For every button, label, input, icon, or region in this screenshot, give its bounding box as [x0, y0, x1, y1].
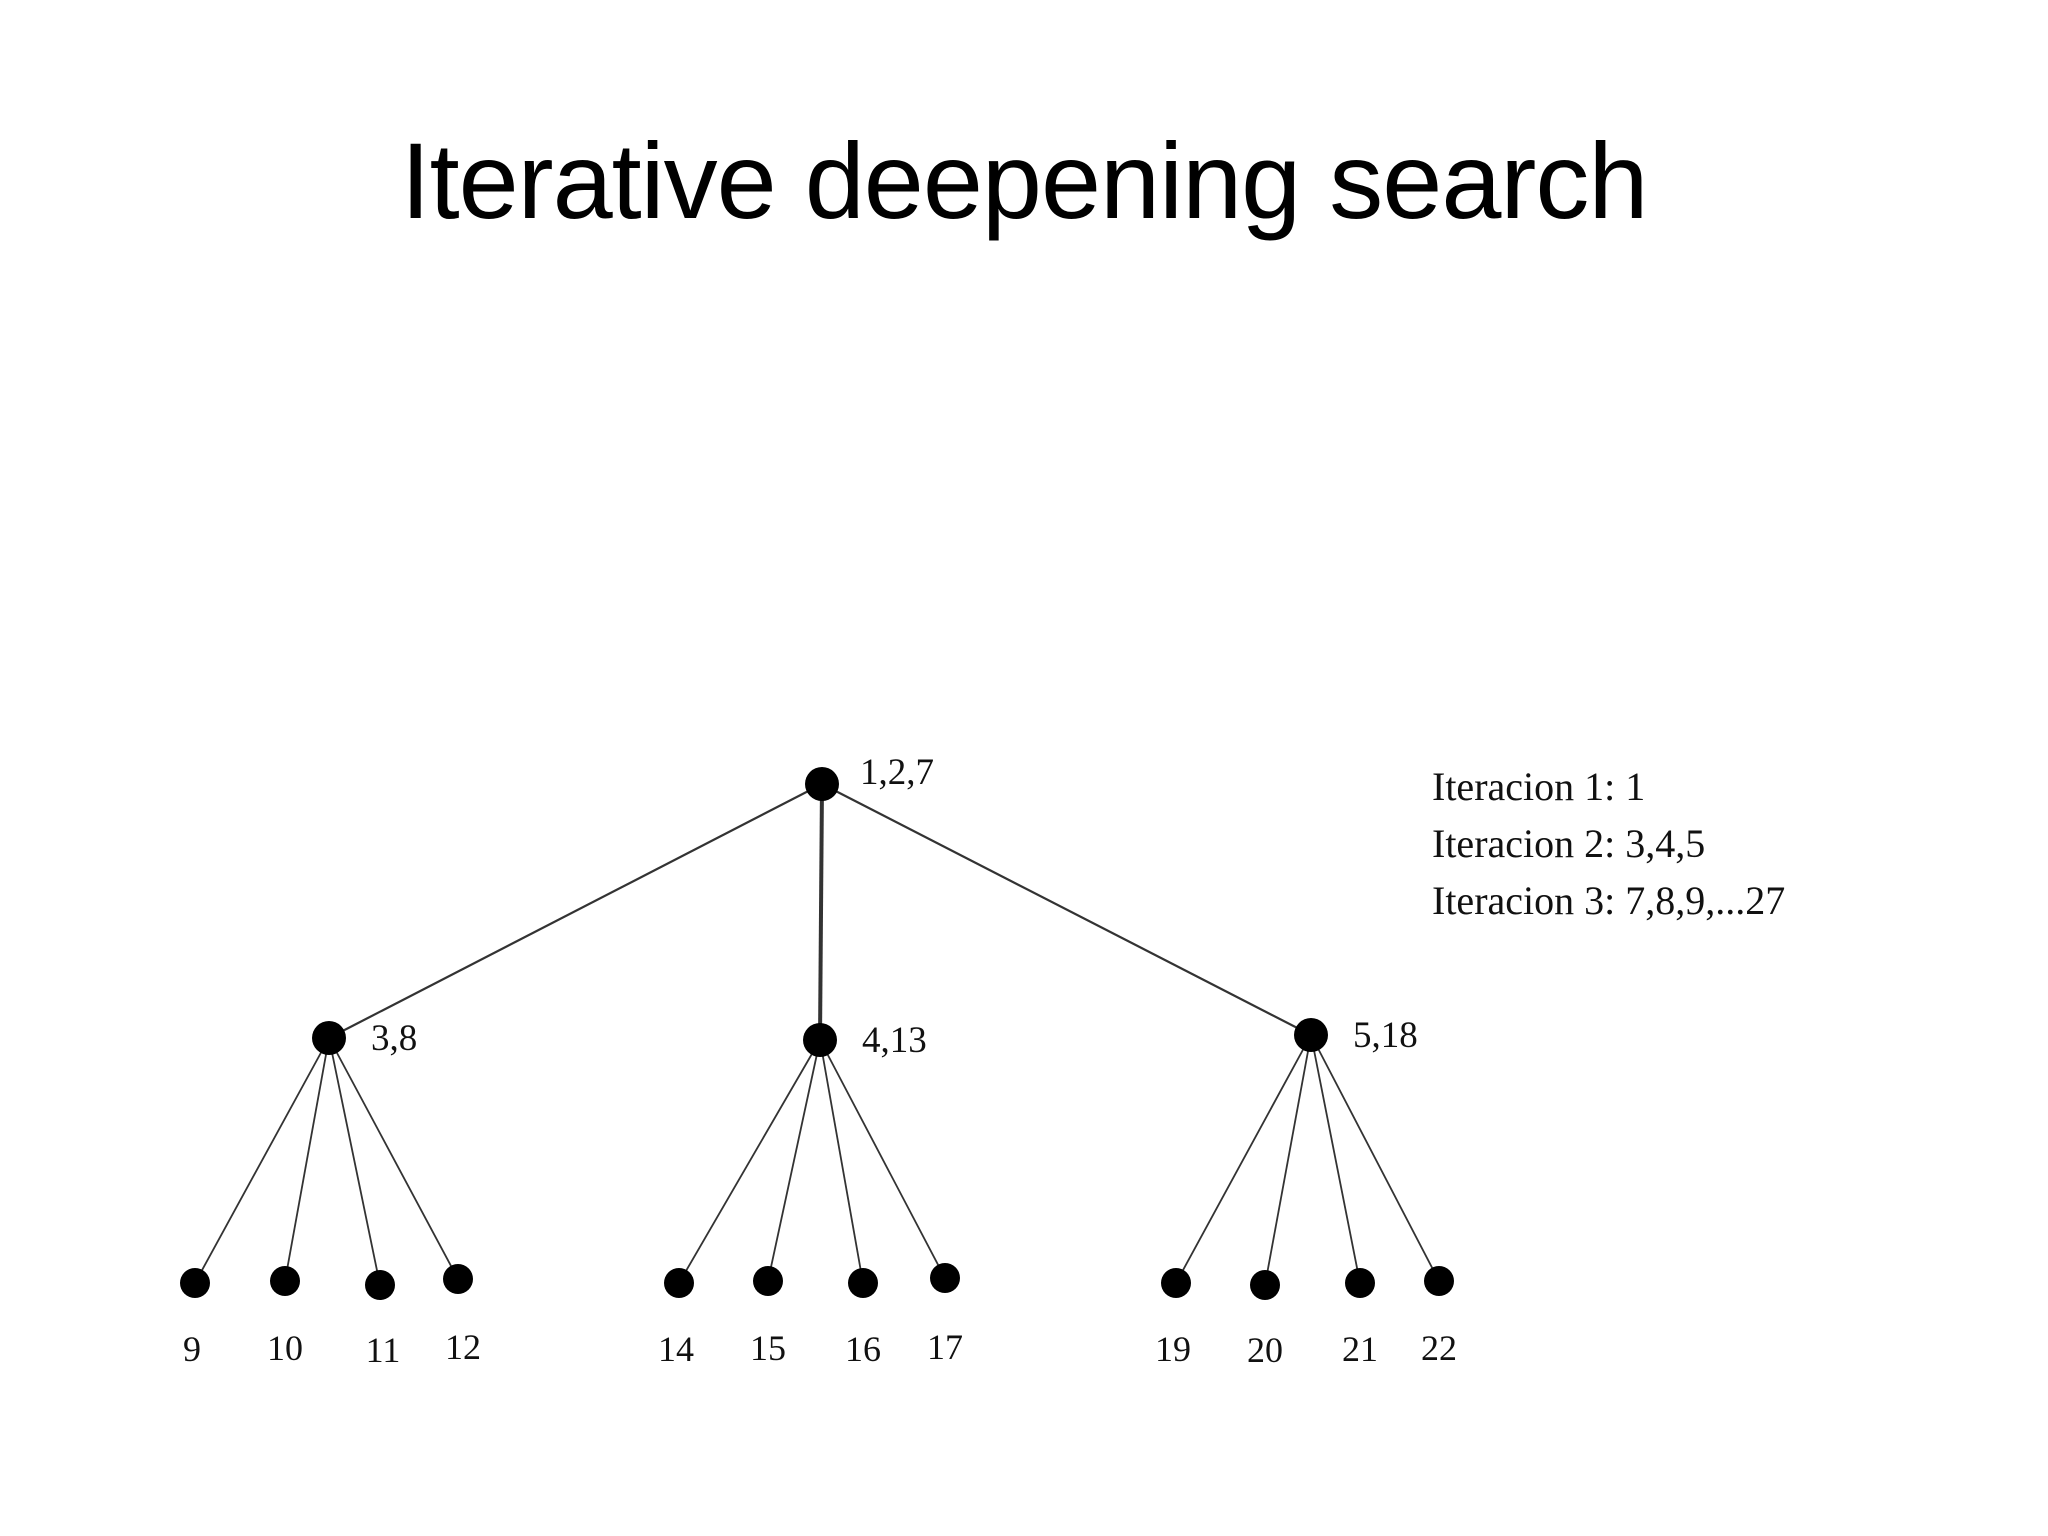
tree-node-leaf-16 [848, 1268, 878, 1298]
tree-node-branch-1 [312, 1021, 346, 1055]
tree-leaf-label-22: 22 [1421, 1328, 1457, 1368]
tree-edge-branch-3-to-leaf-19 [1175, 1034, 1312, 1284]
tree-edge-branch-1-to-leaf-9 [194, 1037, 330, 1284]
tree-leaf-label-10: 10 [267, 1328, 303, 1368]
tree-edge-root-to-branch-1 [328, 783, 823, 1039]
tree-leaf-label-12: 12 [445, 1327, 481, 1367]
iteration-legend-line-3: Iteracion 3: 7,8,9,...27 [1432, 878, 1786, 923]
tree-node-leaf-17 [930, 1263, 960, 1293]
tree-node-leaf-19 [1161, 1268, 1191, 1298]
tree-edge-root-to-branch-2 [818, 783, 824, 1041]
tree-leaf-label-16: 16 [845, 1329, 881, 1369]
tree-edges [194, 783, 1440, 1286]
tree-node-root [805, 767, 839, 801]
tree-leaf-label-17: 17 [927, 1326, 963, 1367]
tree-leaf-label-19: 19 [1155, 1329, 1191, 1369]
tree-leaf-label-11: 11 [365, 1330, 401, 1370]
tree-edge-branch-1-to-leaf-11 [328, 1037, 381, 1286]
tree-edge-branch-2-to-leaf-14 [678, 1039, 821, 1284]
tree-edge-branch-1-to-leaf-12 [328, 1037, 459, 1280]
tree-node-leaf-12 [443, 1264, 473, 1294]
tree-node-leaf-22 [1424, 1266, 1454, 1296]
tree-edge-branch-3-to-leaf-20 [1264, 1034, 1312, 1286]
tree-node-label-branch-2: 4,13 [862, 1020, 927, 1061]
tree-node-leaf-21 [1345, 1268, 1375, 1298]
tree-node-leaf-14 [664, 1268, 694, 1298]
tree-edge-branch-2-to-leaf-17 [819, 1039, 946, 1279]
tree-edge-branch-1-to-leaf-10 [284, 1037, 330, 1282]
tree-node-leaf-10 [270, 1266, 300, 1296]
tree-node-label-branch-3: 5,18 [1353, 1015, 1418, 1056]
tree-node-label-branch-1: 3,8 [371, 1018, 418, 1059]
tree-edge-root-to-branch-3 [821, 783, 1312, 1036]
tree-leaf-label-15: 15 [750, 1328, 786, 1368]
page-title: Iterative deepening search [400, 120, 1649, 242]
tree-leaf-label-20: 20 [1247, 1330, 1283, 1370]
tree-node-leaf-15 [753, 1266, 783, 1296]
tree-edge-branch-2-to-leaf-15 [767, 1039, 821, 1282]
tree-node-branch-2 [803, 1023, 837, 1057]
tree-node-leaf-11 [365, 1270, 395, 1300]
tree-node-branch-3 [1294, 1018, 1328, 1052]
tree-nodes [180, 767, 1454, 1300]
tree-node-leaf-20 [1250, 1270, 1280, 1300]
iteration-legend-line-2: Iteracion 2: 3,4,5 [1432, 821, 1706, 866]
tree-node-leaf-9 [180, 1268, 210, 1298]
tree-edge-branch-3-to-leaf-22 [1310, 1034, 1440, 1282]
tree-edge-branch-3-to-leaf-21 [1310, 1034, 1361, 1284]
tree-leaf-label-21: 21 [1342, 1329, 1378, 1369]
tree-node-label-root: 1,2,7 [860, 752, 934, 793]
tree-leaf-label-9: 9 [183, 1329, 201, 1369]
iteration-legend-line-1: Iteracion 1: 1 [1432, 764, 1646, 809]
tree-leaf-label-14: 14 [658, 1329, 694, 1369]
tree-edge-branch-2-to-leaf-16 [819, 1039, 864, 1284]
